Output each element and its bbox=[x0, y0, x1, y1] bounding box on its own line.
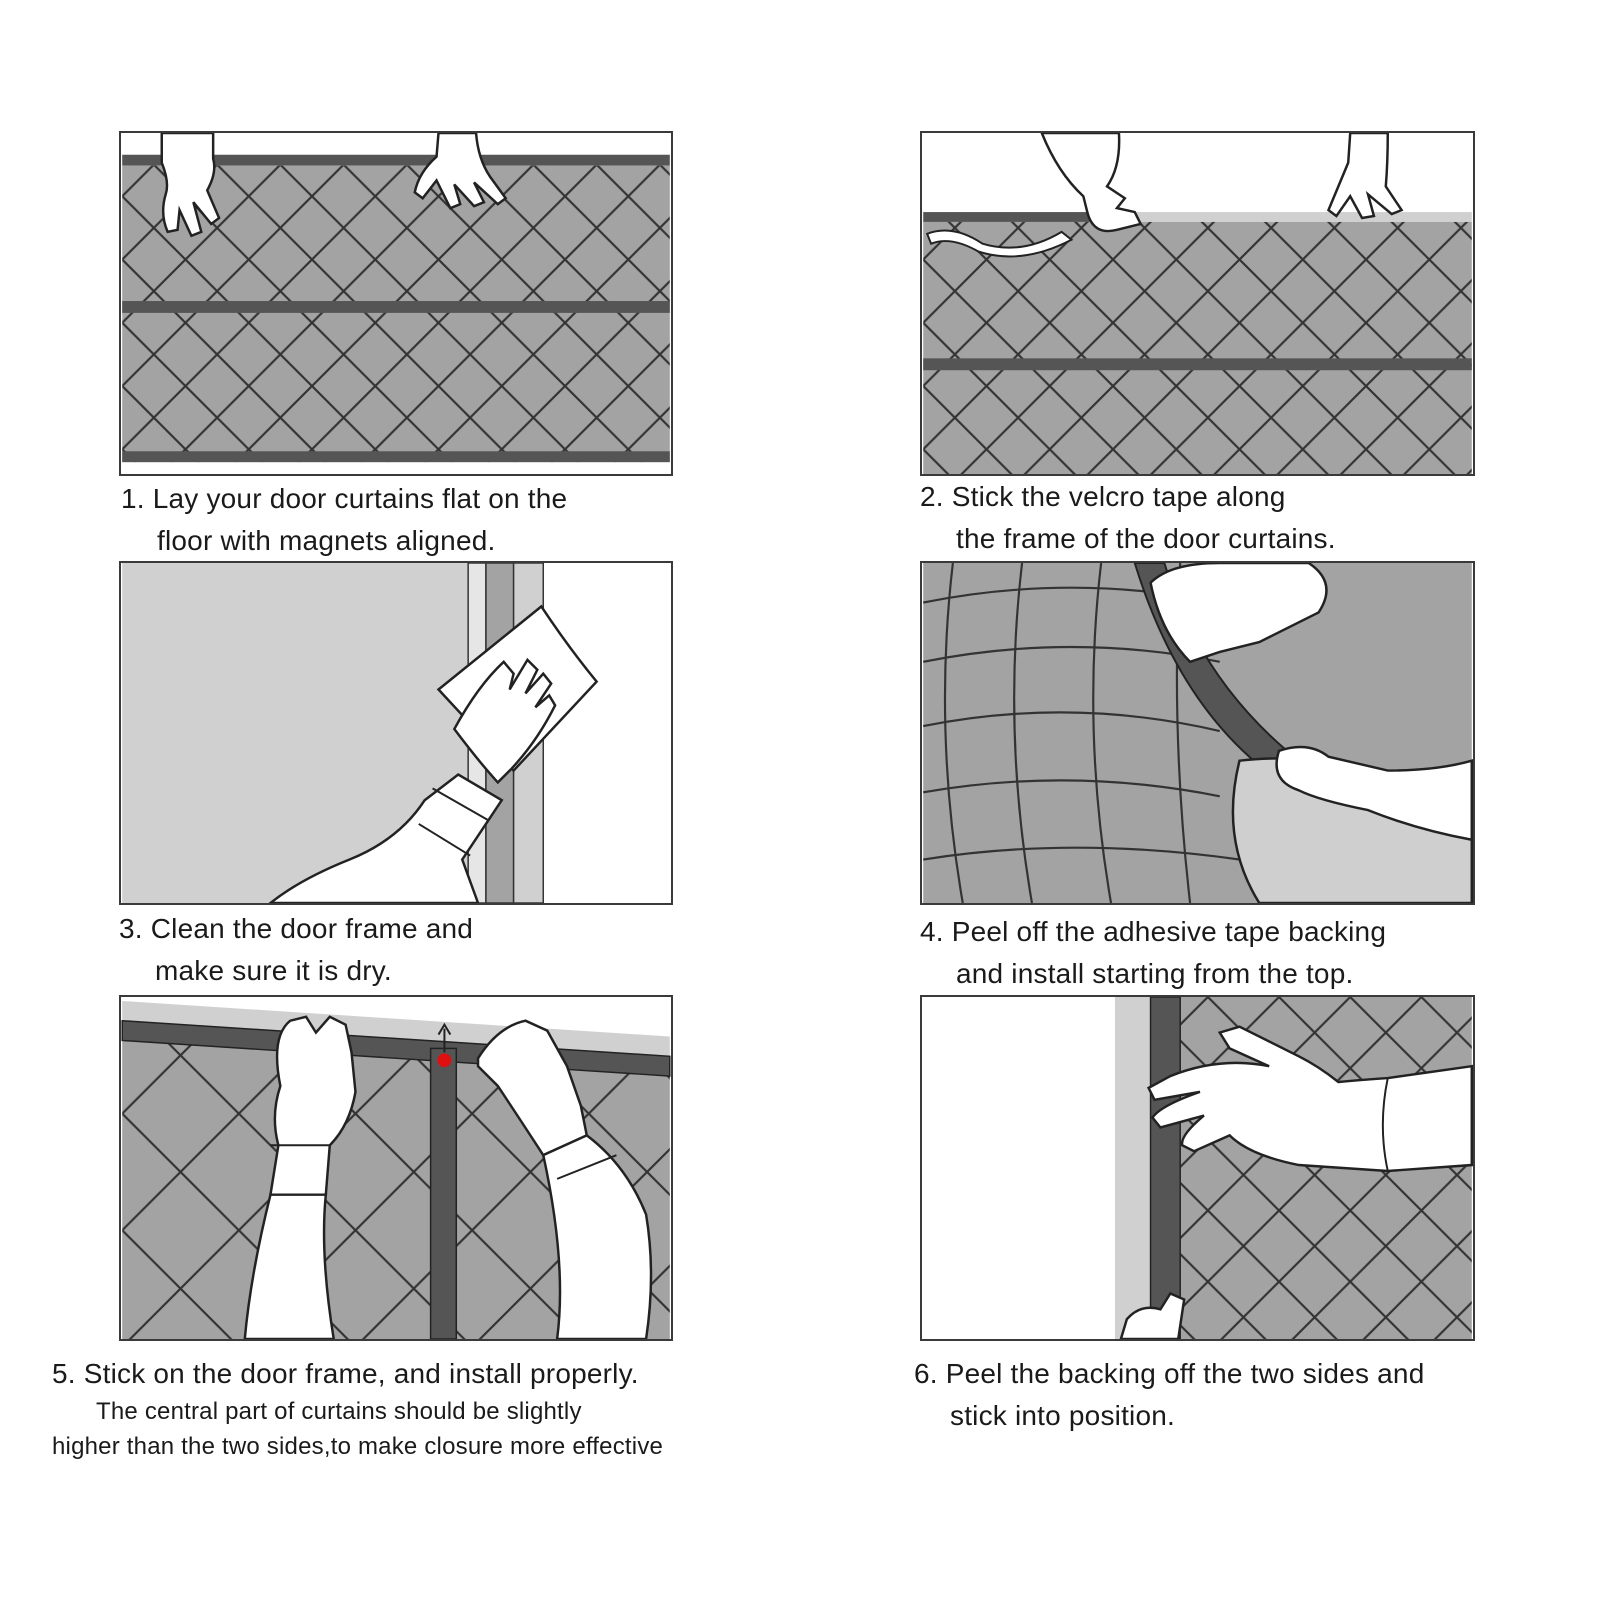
cleaning-cloth-icon bbox=[122, 563, 599, 903]
step-4-panel bbox=[920, 561, 1475, 905]
caption-line: 3. Clean the door frame and bbox=[119, 913, 474, 944]
caption-line: 5. Stick on the door frame, and install … bbox=[52, 1358, 639, 1389]
caption-line: and install starting from the top. bbox=[956, 958, 1354, 989]
step-5-panel bbox=[119, 995, 673, 1341]
step-1-panel bbox=[119, 131, 673, 476]
step-6-panel bbox=[920, 995, 1475, 1341]
step-4-caption: 4. Peel off the adhesive tape backing an… bbox=[920, 911, 1386, 995]
curtain-flat-icon bbox=[122, 133, 670, 463]
caption-line: floor with magnets aligned. bbox=[157, 525, 496, 556]
caption-line: higher than the two sides,to make closur… bbox=[52, 1432, 664, 1460]
caption-line: 1. Lay your door curtains flat on the bbox=[121, 483, 568, 514]
step-2-caption: 2. Stick the velcro tape along the frame… bbox=[920, 476, 1336, 560]
caption-line: 2. Stick the velcro tape along bbox=[920, 481, 1286, 512]
step-5-caption: 5. Stick on the door frame, and install … bbox=[52, 1353, 663, 1465]
caption-line: make sure it is dry. bbox=[155, 955, 392, 986]
step-6-caption: 6. Peel the backing off the two sides an… bbox=[914, 1353, 1424, 1437]
caption-line: 4. Peel off the adhesive tape backing bbox=[920, 916, 1387, 947]
step-3-panel bbox=[119, 561, 673, 905]
caption-line: The central part of curtains should be s… bbox=[96, 1398, 582, 1425]
velcro-tape-icon bbox=[923, 133, 1472, 474]
peel-backing-icon bbox=[923, 563, 1473, 903]
caption-line: the frame of the door curtains. bbox=[956, 523, 1336, 554]
step-1-caption: 1. Lay your door curtains flat on the fl… bbox=[121, 478, 567, 562]
step-3-caption: 3. Clean the door frame and make sure it… bbox=[119, 908, 473, 992]
caption-line: 6. Peel the backing off the two sides an… bbox=[914, 1358, 1425, 1389]
mount-curtain-icon bbox=[121, 997, 671, 1339]
step-2-panel bbox=[920, 131, 1475, 476]
caption-line: stick into position. bbox=[950, 1400, 1175, 1431]
side-press-icon bbox=[923, 997, 1473, 1339]
